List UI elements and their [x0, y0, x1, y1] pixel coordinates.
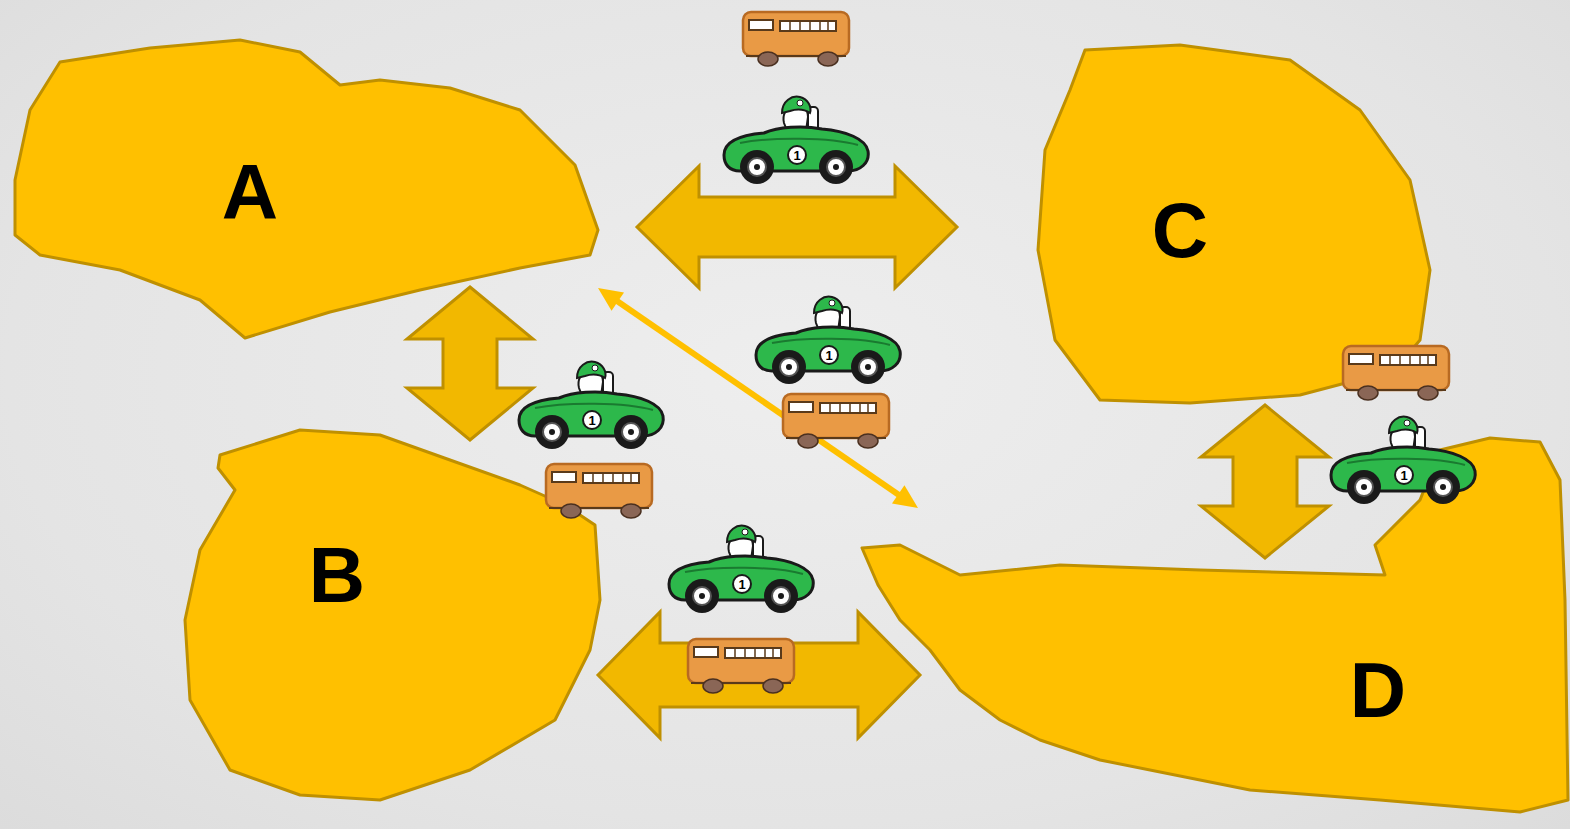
car-number: 1: [588, 414, 595, 427]
island-shape: [858, 436, 1568, 818]
island-outline: [185, 430, 600, 800]
car-icon: [519, 362, 663, 449]
car-number: 1: [793, 149, 800, 162]
bus-icon: [546, 464, 652, 518]
island-node: B: [182, 422, 604, 804]
bus-icon: [743, 12, 849, 66]
arrow-head: [892, 485, 918, 508]
bridge-arrow: [1201, 405, 1329, 558]
island-outline: [1038, 45, 1430, 403]
car-icon: [1331, 417, 1475, 504]
arrow-head: [598, 288, 624, 311]
island-node: A: [12, 38, 602, 340]
car-number: 1: [738, 578, 745, 591]
car-icon: [669, 526, 813, 613]
car-icon: [756, 297, 900, 384]
island-shape: [12, 38, 602, 340]
bus-icon: [688, 639, 794, 693]
car-number: 1: [825, 349, 832, 362]
island-label: D: [1350, 651, 1406, 729]
bridge-arrow: [637, 166, 957, 288]
island-label: C: [1152, 191, 1208, 269]
island-outline: [862, 438, 1568, 812]
island-node: D: [858, 436, 1568, 818]
island-label: B: [309, 536, 365, 614]
island-shape: [182, 422, 604, 804]
bridge-arrow: [407, 287, 533, 440]
car-number: 1: [1400, 469, 1407, 482]
car-icon: [724, 97, 868, 184]
bus-icon: [1343, 346, 1449, 400]
island-outline: [15, 40, 598, 338]
bridge-arrow: [598, 612, 920, 738]
bus-icon: [783, 394, 889, 448]
island-label: A: [222, 153, 278, 231]
